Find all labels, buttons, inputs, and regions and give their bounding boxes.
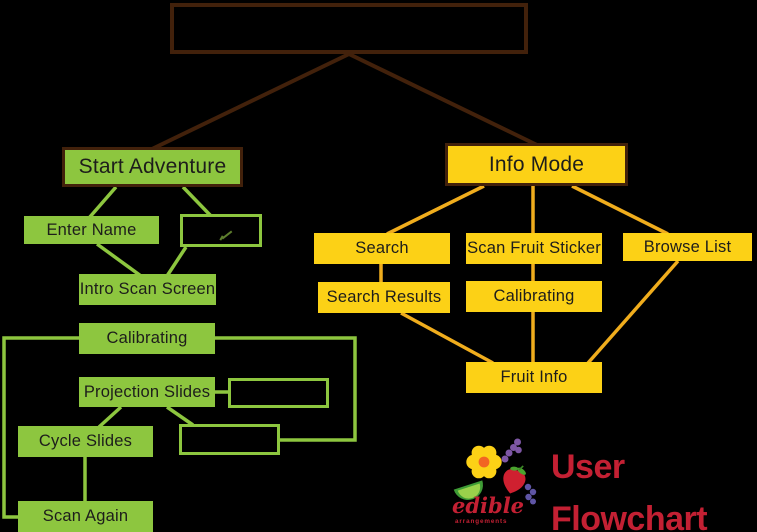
connector-enter-name-to-intro — [95, 242, 143, 278]
node-calibrating-yellow: Calibrating — [466, 281, 602, 312]
grapes-icon — [501, 438, 522, 463]
connector-start-to-enter-name — [87, 185, 118, 220]
caption-line-1: User — [551, 448, 625, 486]
node-cycle-slides: Cycle Slides — [18, 426, 153, 457]
connector-projection-to-empty-box-2 — [166, 405, 194, 427]
connector-search-results-to-fruit-info — [400, 311, 494, 365]
node-browse-list: Browse List — [623, 233, 752, 261]
node-intro-scan-screen: Intro Scan Screen — [79, 274, 216, 305]
edible-arrangements-logo: edible arrangements — [452, 438, 537, 525]
connector-root-to-start-adventure — [151, 52, 350, 151]
root-title-box — [170, 3, 528, 54]
connector-skip-box-to-intro — [165, 246, 188, 277]
node-scan-fruit-sticker: Scan Fruit Sticker — [466, 233, 602, 264]
strawberry-icon — [503, 465, 526, 494]
logo-brand-text: edible — [452, 493, 524, 518]
node-projection-slides: Projection Slides — [79, 377, 215, 407]
node-search-results: Search Results — [318, 282, 450, 313]
connector-calibrating-to-empty-box-2-loop — [215, 336, 357, 442]
connector-info-to-search — [386, 184, 485, 236]
node-info-mode: Info Mode — [445, 143, 628, 186]
connector-info-to-browse-list — [571, 184, 669, 236]
connector-root-to-info-mode — [348, 52, 538, 147]
node-enter-name: Enter Name — [24, 216, 159, 244]
flower-icon — [466, 445, 502, 479]
node-empty-skip-box — [180, 214, 262, 247]
pen-mark-icon — [221, 230, 233, 240]
node-start-adventure: Start Adventure — [62, 147, 243, 187]
connector-start-to-skip-box — [181, 185, 213, 218]
node-scan-again: Scan Again — [18, 501, 153, 532]
connector-calibrating-to-scan-again-loop — [2, 336, 79, 519]
node-fruit-info: Fruit Info — [466, 362, 602, 393]
logo-sub-text: arrangements — [455, 518, 507, 525]
user-flowchart-caption: User Flowchart — [551, 441, 708, 532]
node-calibrating-green: Calibrating — [79, 323, 215, 354]
lime-icon — [453, 480, 483, 500]
node-empty-box-1 — [228, 378, 329, 408]
connector-browse-list-to-fruit-info — [586, 259, 680, 365]
blueberries-icon — [524, 483, 537, 505]
node-search: Search — [314, 233, 450, 264]
caption-line-2: Flowchart — [551, 500, 708, 532]
node-empty-box-2 — [179, 424, 280, 455]
connector-projection-to-cycle-slides — [97, 405, 123, 429]
